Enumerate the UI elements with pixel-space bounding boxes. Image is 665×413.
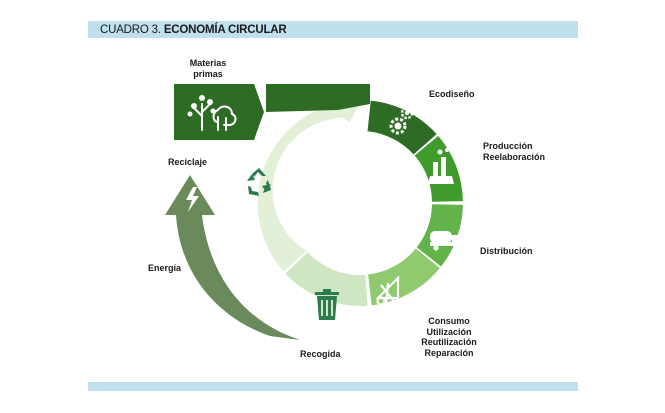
label-materias-primas: Materias primas (189, 58, 227, 79)
segment-recogida (285, 252, 368, 306)
footer-bar (88, 382, 578, 391)
lightning-icon (186, 187, 199, 212)
label-reciclaje: Reciclaje (168, 157, 208, 167)
materias-primas-box (174, 84, 264, 140)
label-energia: Energía (148, 263, 182, 273)
label-ecodiseno: Ecodiseño (429, 89, 475, 99)
figure-title-main: ECONOMÍA CIRCULAR (163, 24, 287, 36)
label-recogida: Recogida (300, 349, 341, 359)
materias-primas-block (174, 84, 370, 140)
figure-title: CUADRO 3. ECONOMÍA CIRCULAR (100, 22, 287, 38)
scissors-ruler-icon (375, 275, 400, 311)
label-consumo: Consumo Utilización Reutilización Repara… (421, 316, 477, 358)
label-produccion: Producción Reelaboración (483, 141, 546, 162)
header-bar (88, 21, 578, 38)
gears-icon (389, 106, 414, 135)
segment-ecodiseno (367, 100, 437, 155)
segment-produccion (414, 135, 463, 202)
segment-reciclaje (257, 88, 368, 272)
energia-arrow (165, 175, 300, 340)
trash-bin-icon (315, 289, 339, 320)
label-distribucion: Distribución (480, 246, 533, 256)
tree-icon (187, 95, 237, 131)
figure-title-prefix: CUADRO 3. (100, 24, 161, 36)
truck-icon (430, 231, 462, 251)
recycle-icon (247, 168, 271, 196)
factory-icon (428, 148, 454, 184)
materias-primas-arrow (266, 84, 370, 112)
cycle-ring (257, 88, 463, 306)
